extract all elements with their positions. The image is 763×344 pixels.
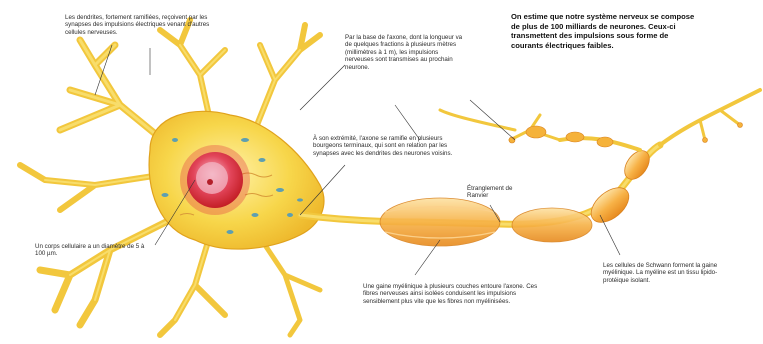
annotation-cell-body: Un corps cellulaire a un diamètre de 5 à… xyxy=(35,243,145,258)
annotation-axon-end: À son extrémité, l'axone se ramifie en p… xyxy=(313,135,453,157)
annotation-myelin: Une gaine myélinique à plusieurs couches… xyxy=(363,283,548,305)
nucleus xyxy=(180,145,250,215)
annotation-ranvier: Étranglement de Ranvier xyxy=(467,185,535,200)
annotation-axon-base: Par la base de l'axone, dont la longueur… xyxy=(345,34,465,71)
annotation-schwann: Les cellules de Schwann forment la gaine… xyxy=(603,262,718,284)
intro-text: On estime que notre système nerveux se c… xyxy=(511,12,696,50)
annotation-dendrites: Les dendrites, fortement ramifiées, reço… xyxy=(65,14,210,36)
